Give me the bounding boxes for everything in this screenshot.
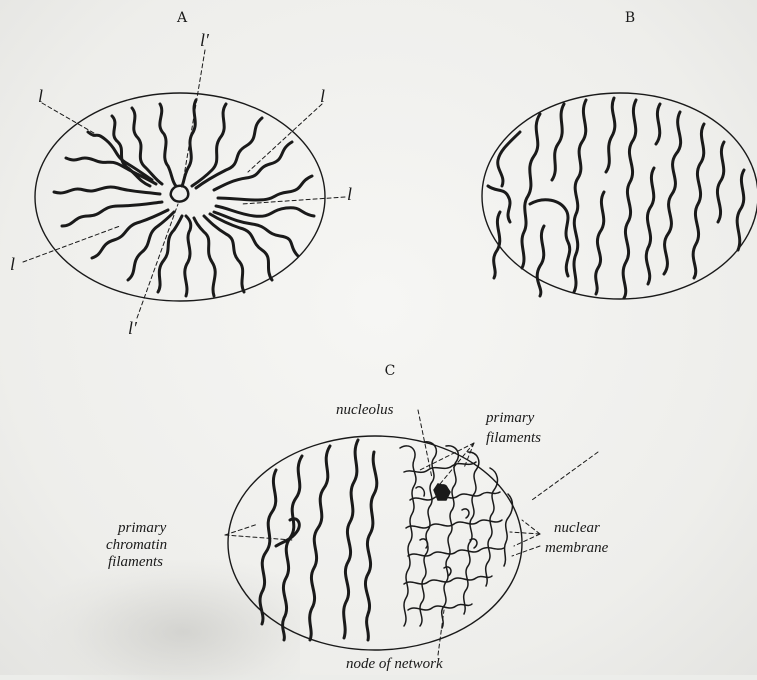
figure-c-letter: C [385, 363, 396, 379]
figure-a-label-l-right: l [347, 184, 352, 204]
label-nucleolus: nucleolus [336, 402, 394, 418]
figure-a-radiating-filaments [54, 100, 314, 296]
nucleolus-mark [434, 484, 450, 500]
figure-a-label-l-prime-top: l′ [200, 30, 210, 50]
figure-c-primary-chromatin-filaments [260, 440, 377, 640]
figure-b-nucleus [482, 93, 757, 299]
figure-a-letter: A [176, 10, 188, 26]
label-primary-filaments-line2: filaments [486, 430, 541, 446]
figure-a-label-l-bottom-left: l [10, 254, 15, 274]
figure-a-label-l-prime-bottom: l′ [128, 318, 138, 338]
figure-a-label-l-top-right: l [320, 86, 325, 106]
figure-c-chromatin-network [400, 442, 513, 628]
figure-a-nucleus [23, 50, 345, 318]
figure-c-nucleus [225, 410, 598, 655]
label-primary-chromatin-line3: filaments [108, 554, 163, 570]
label-primary-filaments-line1: primary [485, 410, 535, 426]
figure-b-letter: B [625, 10, 635, 26]
label-primary-chromatin-line1: primary [117, 520, 167, 536]
label-node-of-network: node of network [346, 656, 443, 672]
label-primary-chromatin-line2: chromatin [106, 537, 167, 553]
figure-a-label-l-top-left: l [38, 86, 43, 106]
label-nuclear-membrane-line2: membrane [545, 540, 609, 556]
figure-b-vertical-filaments [488, 98, 744, 298]
label-nuclear-membrane-line1: nuclear [554, 520, 600, 536]
